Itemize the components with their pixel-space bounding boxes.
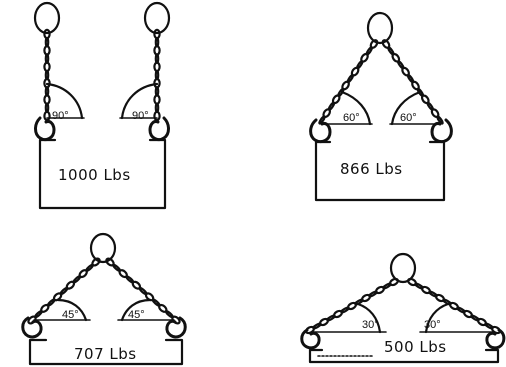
chain-link-icon [381, 39, 444, 125]
master-ring-icon [143, 1, 171, 35]
load-label: 866 Lbs [340, 160, 403, 178]
angle-arc [56, 298, 88, 322]
load-box [308, 348, 500, 364]
chain-link-icon [43, 28, 51, 122]
angle-label-left: 90° [52, 110, 69, 122]
angle-label-right: 90° [132, 110, 149, 122]
load-label: 500 Lbs [384, 338, 447, 356]
sling-hook-icon [21, 316, 43, 339]
master-ring-icon [89, 232, 117, 264]
sling-hook-icon [300, 328, 321, 350]
master-ring-icon [389, 252, 417, 284]
master-ring-icon [366, 11, 394, 45]
load-box [38, 138, 167, 210]
sling-hook-icon [430, 118, 453, 144]
angle-arc [45, 82, 84, 120]
sling-left-leg [33, 1, 61, 142]
angle-label-right: 45° [128, 309, 145, 321]
angle-label-right: 60° [400, 112, 417, 124]
sling-left-leg [21, 257, 101, 339]
angle-arc [390, 90, 422, 126]
angle-arc [340, 90, 372, 126]
chain-link-icon [318, 39, 379, 125]
chain-link [318, 115, 326, 125]
diagram-60-degree: 60° 60° 866 Lbs [309, 11, 453, 202]
angle-label-left: 30° [362, 319, 379, 331]
load-box [314, 140, 446, 202]
load-label: 707 Lbs [74, 345, 137, 363]
sling-hook-icon [309, 118, 332, 144]
angle-label-left: 60° [343, 112, 360, 124]
sling-hook-icon [485, 328, 506, 350]
diagram-30-degree: 30° 30° 500 Lbs [300, 252, 506, 364]
angle-label-right: 30° [424, 319, 441, 331]
diagram-90-degree: 90° 90° 1000 Lbs [33, 1, 171, 210]
sling-left-leg [300, 277, 399, 350]
angle-arc [120, 298, 152, 322]
master-ring-icon [33, 1, 61, 35]
load-box [28, 338, 184, 366]
load-label: 1000 Lbs [58, 166, 131, 184]
chain-link-icon [407, 277, 501, 335]
sling-hook-icon [148, 116, 170, 142]
sling-right-leg [407, 277, 506, 350]
chain-link-icon [305, 277, 399, 335]
chain-link [436, 115, 444, 125]
sling-right-leg [381, 39, 453, 144]
sling-left-leg [309, 39, 379, 144]
diagram-45-degree: 45° 45° 707 Lbs [21, 232, 187, 366]
angle-label-left: 45° [62, 309, 79, 321]
sling-hook-icon [165, 316, 187, 339]
sling-hook-icon [34, 116, 56, 142]
angle-arc [424, 302, 450, 334]
chain-link-icon [153, 28, 161, 122]
chain-link-icon [105, 257, 181, 325]
sling-right-leg [143, 1, 171, 142]
sling-right-leg [105, 257, 187, 339]
angle-arc [120, 82, 159, 120]
angle-arc [356, 302, 382, 334]
